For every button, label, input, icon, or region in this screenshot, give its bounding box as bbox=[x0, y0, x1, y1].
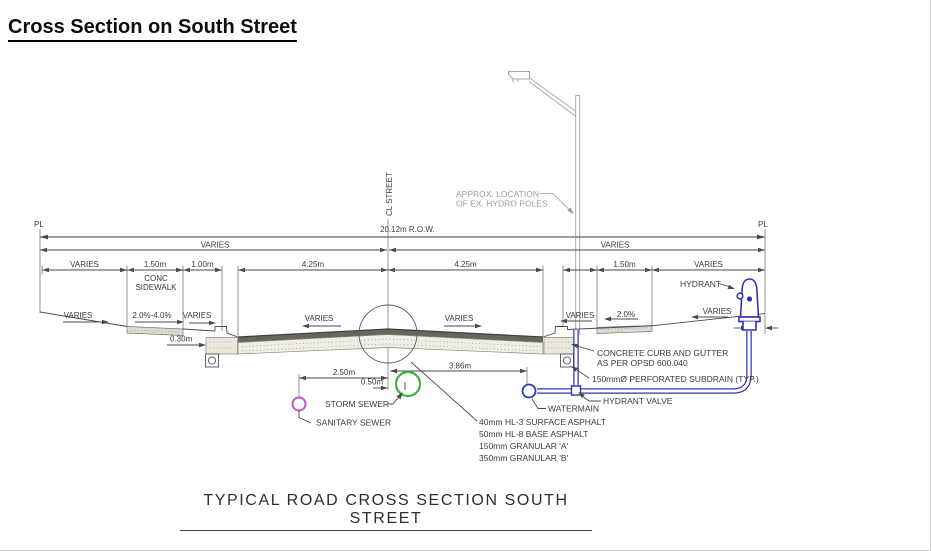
pavement-note-2: 50mm HL-8 BASE ASPHALT bbox=[479, 429, 588, 439]
sidewalk-note-line2: SIDEWALK bbox=[135, 283, 177, 292]
cl-to-storm-dim: 0.50m bbox=[361, 378, 384, 387]
hydrant-valve-symbol bbox=[570, 385, 582, 396]
hydro-pole-note: APPROX. LOCATION OF EX. HYDRO POLES bbox=[456, 189, 574, 215]
asphalt-layer bbox=[238, 329, 543, 343]
lane-right-dim: 4.25m bbox=[454, 260, 477, 269]
slope-inner-left: VARIES bbox=[183, 311, 212, 320]
hydro-pole bbox=[508, 71, 581, 335]
ground-profile bbox=[39, 311, 766, 338]
pavement-note-3: 150mm GRANULAR 'A' bbox=[479, 441, 569, 451]
slope-pavement-left: VARIES bbox=[305, 314, 334, 323]
lane-left-dim: 4.25m bbox=[302, 260, 325, 269]
dimension-ticks bbox=[41, 265, 653, 336]
dimension-rows: PL PL CL STREET 20.12m R.O.W. VARIES VAR… bbox=[34, 172, 768, 390]
cl-to-watermain-dim: 3.86m bbox=[449, 362, 472, 371]
blvd-outer-left-dim: VARIES bbox=[70, 260, 99, 269]
callout-labels: HYDRANT CONCRETE CURB AND GUTTER AS PER … bbox=[298, 279, 759, 463]
drawing-caption: TYPICAL ROAD CROSS SECTION SOUTH STREET bbox=[180, 492, 592, 531]
hydrant-valve-label: HYDRANT VALVE bbox=[603, 396, 673, 406]
curb-left bbox=[205, 337, 238, 355]
blvd-inner-left-dim: 1.00m bbox=[191, 260, 214, 269]
granular-layer bbox=[237, 334, 544, 355]
crown-detail-circle bbox=[358, 304, 418, 364]
pavement-note-4: 350mm GRANULAR 'B' bbox=[479, 453, 569, 463]
slope-outer-right: VARIES bbox=[703, 307, 732, 316]
blvd-outer-right-dim: VARIES bbox=[694, 260, 723, 269]
sanitary-sewer-label: SANITARY SEWER bbox=[316, 418, 391, 428]
slope-labels: VARIES 2.0%-4.0% VARIES VARIES VARIES VA… bbox=[63, 307, 732, 348]
pavement-note-1: 40mm HL-3 SURFACE ASPHALT bbox=[479, 417, 606, 427]
curb-note-line2: AS PER OPSD 600.040 bbox=[597, 358, 688, 368]
utilities bbox=[291, 278, 761, 412]
storm-sewer-symbol bbox=[394, 370, 422, 398]
slope-pavement-right: VARIES bbox=[445, 314, 474, 323]
curb-note-line1: CONCRETE CURB AND GUTTER bbox=[597, 348, 728, 358]
centerline-label: CL STREET bbox=[385, 172, 394, 216]
pl-left-label: PL bbox=[34, 220, 44, 229]
subdrain-symbol-right bbox=[560, 353, 574, 368]
sanitary-sewer-symbol bbox=[291, 396, 307, 412]
pl-right-label: PL bbox=[758, 220, 768, 229]
hydrant-label: HYDRANT bbox=[680, 279, 721, 289]
street-light-icon bbox=[508, 71, 530, 80]
page-title: Cross Section on South Street bbox=[8, 4, 297, 42]
road-structure bbox=[205, 304, 576, 368]
watermain-symbol bbox=[521, 383, 537, 399]
slope-inner-right: VARIES bbox=[566, 311, 595, 320]
sidewalk-dim: 1.50m bbox=[144, 260, 167, 269]
blvd-right-dim: 1.50m bbox=[613, 260, 636, 269]
utility-dimensions: 2.50m 0.50m 3.86m bbox=[298, 325, 778, 397]
slope-outer-left: VARIES bbox=[64, 311, 93, 320]
hydrant-symbol bbox=[736, 278, 761, 331]
sanitary-to-cl-dim: 2.50m bbox=[333, 368, 356, 377]
row-width-label: 20.12m R.O.W. bbox=[380, 225, 435, 234]
subdrain-symbol-left bbox=[205, 353, 219, 368]
hydro-note-line1: APPROX. LOCATION bbox=[456, 189, 539, 199]
hydro-note-line2: OF EX. HYDRO POLES bbox=[456, 199, 548, 209]
curb-right bbox=[543, 337, 576, 355]
sidewalk-note-line1: CONC bbox=[144, 274, 168, 283]
slope-sidewalk: 2.0%-4.0% bbox=[132, 311, 171, 320]
half-left-label: VARIES bbox=[201, 241, 230, 250]
curb-width-dim: 0.30m bbox=[170, 335, 193, 344]
subdrain-label: 150mmØ PERFORATED SUBDRAIN (TYP.) bbox=[592, 374, 759, 384]
slope-blvd-right: 2.0% bbox=[617, 310, 635, 319]
storm-sewer-label: STORM SEWER bbox=[325, 399, 389, 409]
watermain-label: WATERMAIN bbox=[548, 404, 599, 414]
half-right-label: VARIES bbox=[601, 241, 630, 250]
